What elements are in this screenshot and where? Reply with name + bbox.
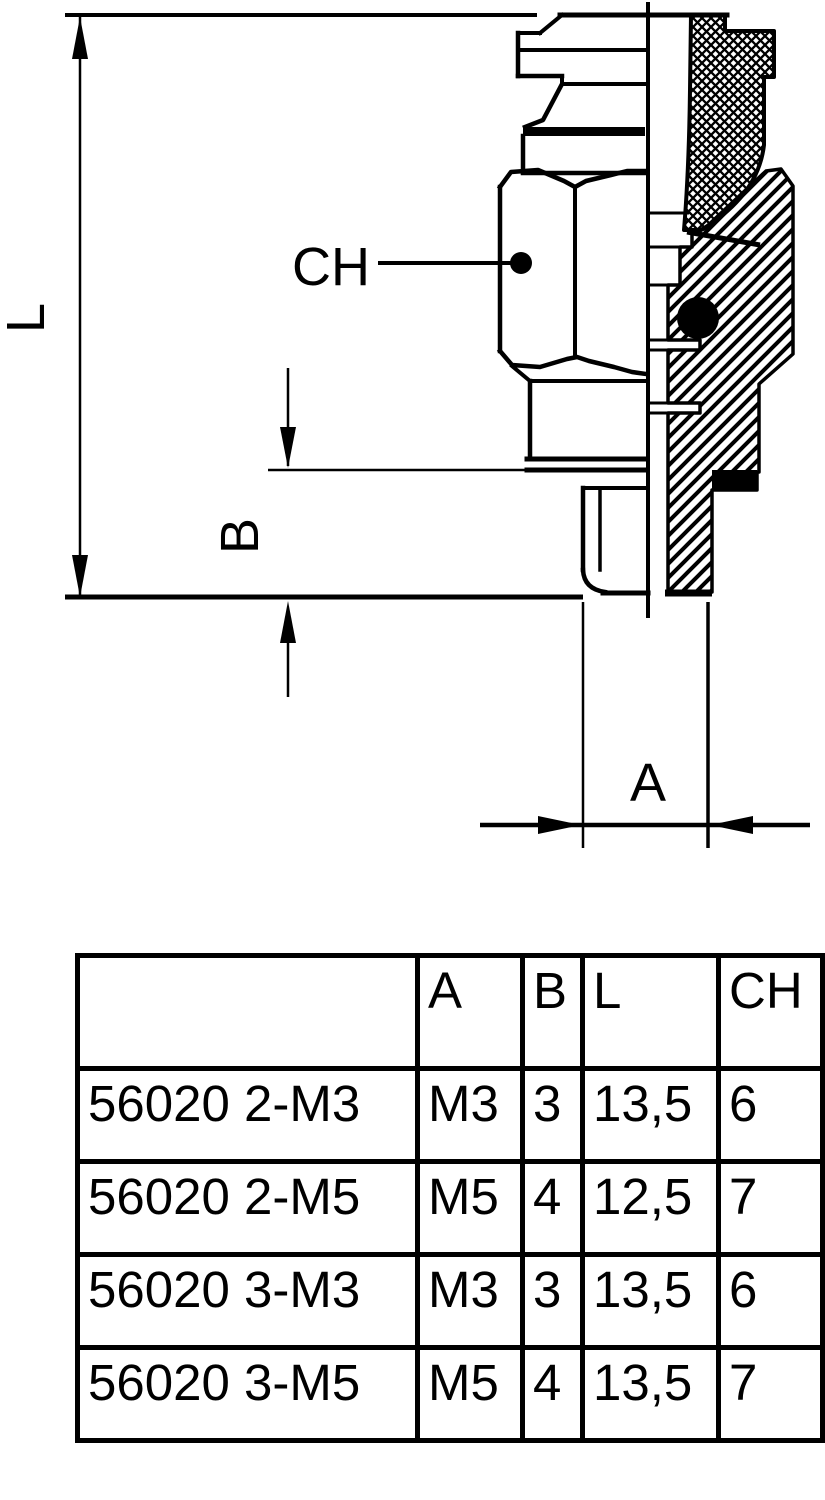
cell-model: 56020 3-M5 <box>75 1345 420 1443</box>
arrow-up-icon <box>280 601 296 643</box>
cell-ch: 6 <box>716 1252 825 1350</box>
cell-b: 4 <box>520 1159 585 1257</box>
arrow-down-icon <box>280 427 296 468</box>
table-row: 56020 2-M5 M5 4 12,5 7 <box>75 1159 825 1257</box>
cell-model: 56020 2-M3 <box>75 1066 420 1164</box>
header-cell-ch: CH <box>716 953 825 1071</box>
fitting-section-half <box>646 2 795 618</box>
fitting-external-half <box>496 12 730 596</box>
arrow-right-icon <box>538 816 581 834</box>
cell-ch: 7 <box>716 1345 825 1443</box>
dimension-a: A <box>480 602 810 848</box>
arrow-up-icon <box>72 17 88 59</box>
cell-a: M3 <box>415 1066 525 1164</box>
header-cell-model <box>75 953 420 1071</box>
sleeve-left-edge <box>522 80 566 130</box>
cell-b: 3 <box>520 1066 585 1164</box>
cell-l: 13,5 <box>580 1345 721 1443</box>
dimension-b: B <box>210 368 525 697</box>
cell-l: 13,5 <box>580 1252 721 1350</box>
ch-leader-dot <box>510 252 532 274</box>
label-l: L <box>0 303 56 333</box>
cell-a: M5 <box>415 1159 525 1257</box>
label-b: B <box>210 518 270 554</box>
body-section <box>666 167 795 594</box>
cell-a: M3 <box>415 1252 525 1350</box>
cell-model: 56020 2-M5 <box>75 1159 420 1257</box>
cell-l: 12,5 <box>580 1159 721 1257</box>
collet-section <box>682 13 776 232</box>
cell-ch: 7 <box>716 1159 825 1257</box>
arrow-down-icon <box>72 555 88 597</box>
dimension-l: L <box>0 13 537 599</box>
sleeve-band <box>523 127 645 136</box>
cap-bevel <box>537 12 565 36</box>
hex-bottom-outline <box>496 347 649 377</box>
cell-l: 13,5 <box>580 1066 721 1164</box>
ch-callout: CH <box>292 237 532 297</box>
seat-contact-line <box>686 229 761 248</box>
table-row: 56020 2-M3 M3 3 13,5 6 <box>75 1066 825 1164</box>
arrow-left-icon <box>710 816 753 834</box>
header-cell-a: A <box>415 953 525 1071</box>
dimensions-table: A B L CH 56020 2-M3 M3 3 13,5 6 56020 2-… <box>75 953 825 1443</box>
label-a: A <box>630 753 666 813</box>
header-cell-b: B <box>520 953 585 1071</box>
label-ch: CH <box>292 237 370 297</box>
header-cell-l: L <box>580 953 721 1071</box>
cell-a: M5 <box>415 1345 525 1443</box>
fitting-technical-drawing: L B A CH <box>0 2 810 848</box>
cell-b: 3 <box>520 1252 585 1350</box>
thread-chamfer <box>580 567 608 595</box>
seal-washer-section <box>712 470 757 490</box>
o-ring-section <box>677 297 719 339</box>
table-header-row: A B L CH <box>75 953 825 1071</box>
cell-ch: 6 <box>716 1066 825 1164</box>
cell-b: 4 <box>520 1345 585 1443</box>
hex-shank-transition <box>509 363 533 384</box>
cell-model: 56020 3-M3 <box>75 1252 420 1350</box>
table-row: 56020 3-M3 M3 3 13,5 6 <box>75 1252 825 1350</box>
table-row: 56020 3-M5 M5 4 13,5 7 <box>75 1345 825 1443</box>
